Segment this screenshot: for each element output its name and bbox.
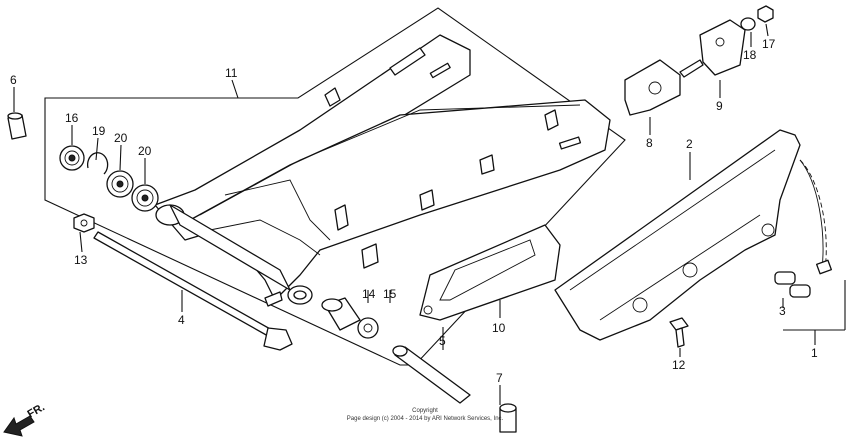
- label-20b: 20: [138, 144, 152, 158]
- bearing-20b: [131, 184, 159, 212]
- bolt-12: [669, 317, 689, 348]
- nut-13: [73, 213, 95, 233]
- chain-slider-10: [419, 224, 561, 321]
- label-19: 19: [92, 124, 106, 138]
- label-14: 14: [362, 287, 376, 301]
- front-direction-arrow: FR.: [3, 401, 47, 437]
- label-15: 15: [383, 287, 397, 301]
- collar-7: [499, 403, 517, 433]
- chain-case-2: [554, 129, 801, 341]
- swingarm: [154, 34, 611, 307]
- label-10: 10: [492, 321, 506, 335]
- label-5: 5: [439, 334, 446, 348]
- callout-labels: 6 16 19 20 20 11 13 4 14 15 5 7 10 8 9 1…: [10, 37, 818, 385]
- leader-lines: [13, 23, 846, 405]
- label-13: 13: [74, 253, 88, 267]
- label-17: 17: [762, 37, 776, 51]
- label-7: 7: [496, 371, 503, 385]
- chain-joint-3: [774, 271, 811, 298]
- label-3: 3: [779, 304, 786, 318]
- adjuster-8: [624, 59, 704, 116]
- label-2: 2: [686, 137, 693, 151]
- collar-5: [392, 345, 471, 404]
- label-9: 9: [716, 99, 723, 113]
- washer-18: [740, 17, 756, 31]
- label-8: 8: [646, 136, 653, 150]
- label-11: 11: [225, 66, 238, 80]
- pad-9: [699, 19, 746, 76]
- copyright-block: Copyright Page design (c) 2004 - 2014 by…: [347, 408, 504, 422]
- copyright-line-1: Copyright: [412, 408, 438, 414]
- pivot-bolt-4: [93, 231, 293, 351]
- collar-6: [7, 112, 27, 140]
- drive-chain-1: [799, 159, 832, 275]
- direction-label: FR.: [26, 401, 47, 420]
- bearing-20a: [106, 170, 134, 198]
- label-6: 6: [10, 73, 17, 87]
- copyright-line-2: Page design (c) 2004 - 2014 by ARI Netwo…: [347, 416, 504, 422]
- label-12: 12: [672, 358, 686, 372]
- bearing-16: [59, 145, 85, 171]
- nut-17: [757, 5, 774, 23]
- label-16: 16: [65, 111, 79, 125]
- label-4: 4: [178, 313, 185, 327]
- label-1: 1: [811, 346, 818, 360]
- label-18: 18: [743, 48, 757, 62]
- swingarm-group-frame: [44, 7, 626, 366]
- label-20a: 20: [114, 131, 128, 145]
- circlip-19: [86, 152, 109, 175]
- dust-seal-15: [357, 317, 379, 339]
- bushing-14: [321, 297, 361, 331]
